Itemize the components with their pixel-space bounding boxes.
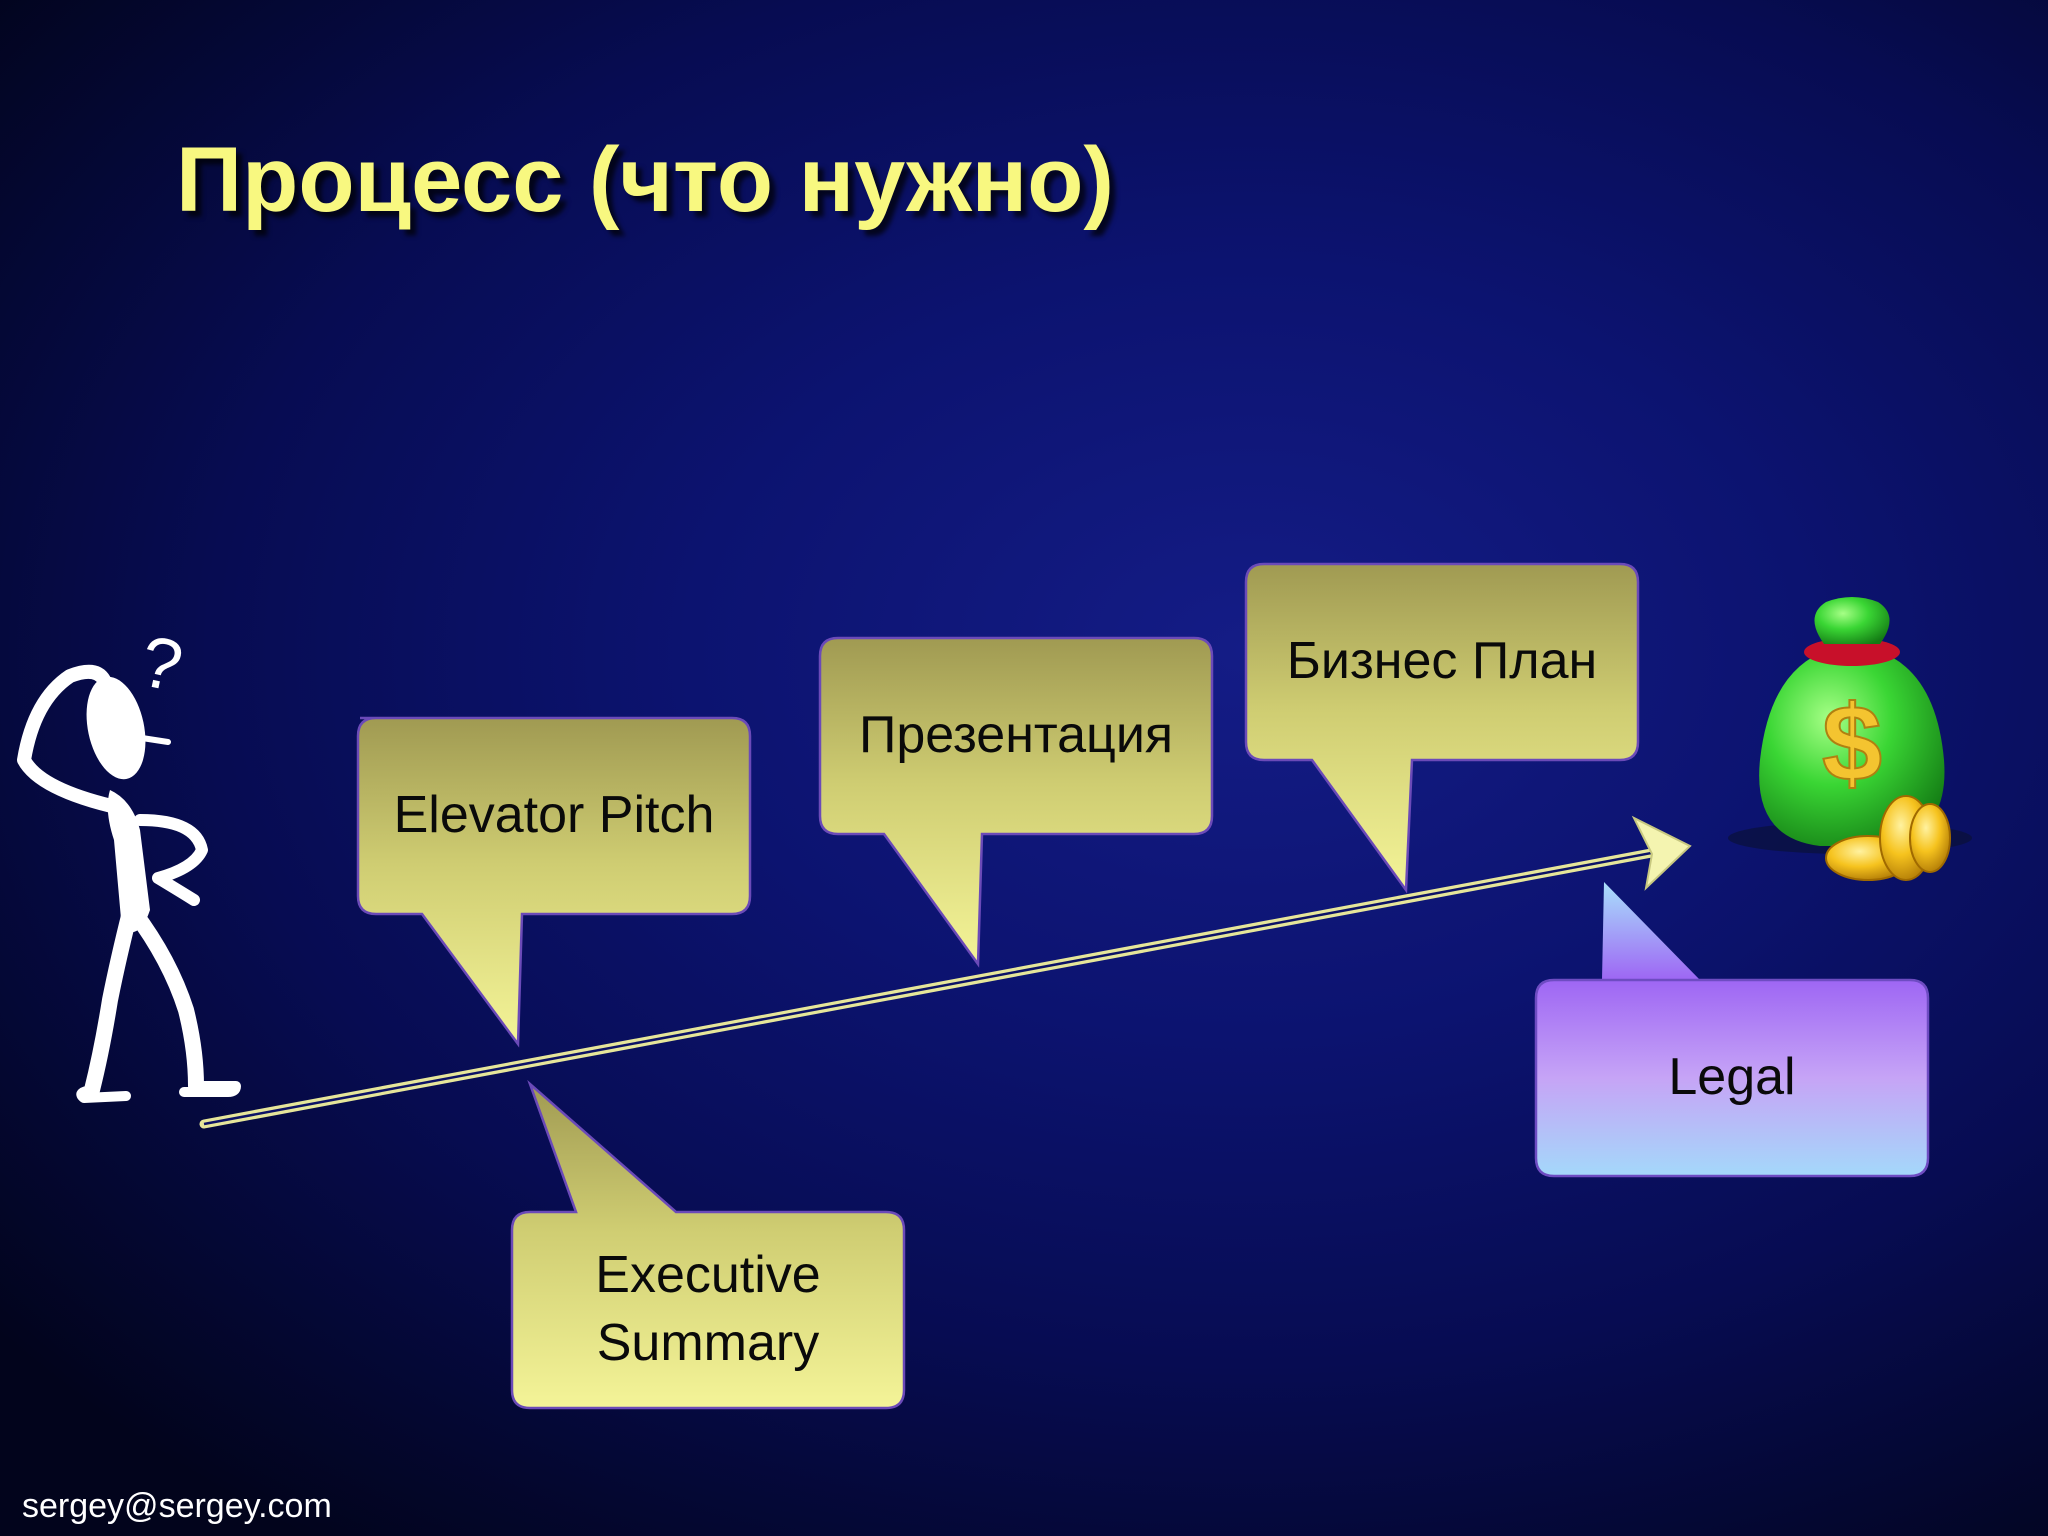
callout-executive-summary bbox=[510, 1079, 906, 1410]
callout-elevator-pitch bbox=[356, 716, 752, 1048]
callout-presentation bbox=[818, 636, 1214, 968]
step-executive-summary: Executive Summary bbox=[595, 1246, 821, 1372]
footer-email: sergey@sergey.com bbox=[22, 1487, 332, 1525]
thinking-person-icon: ? bbox=[17, 621, 241, 1103]
callout-business-plan bbox=[1244, 562, 1640, 894]
step-legal: Legal bbox=[1668, 1048, 1796, 1107]
svg-text:$: $ bbox=[1822, 682, 1882, 803]
step-presentation: Презентация bbox=[858, 706, 1174, 765]
step-elevator-pitch: Elevator Pitch bbox=[393, 786, 715, 845]
callout-legal bbox=[1534, 882, 1930, 1178]
gold-coins-icon bbox=[1825, 795, 1951, 881]
step-business-plan: Бизнес План bbox=[1286, 632, 1598, 691]
slide-title: Процесс (что нужно) bbox=[176, 129, 1115, 231]
svg-text:?: ? bbox=[133, 621, 189, 708]
process-arrow bbox=[199, 815, 1692, 1129]
